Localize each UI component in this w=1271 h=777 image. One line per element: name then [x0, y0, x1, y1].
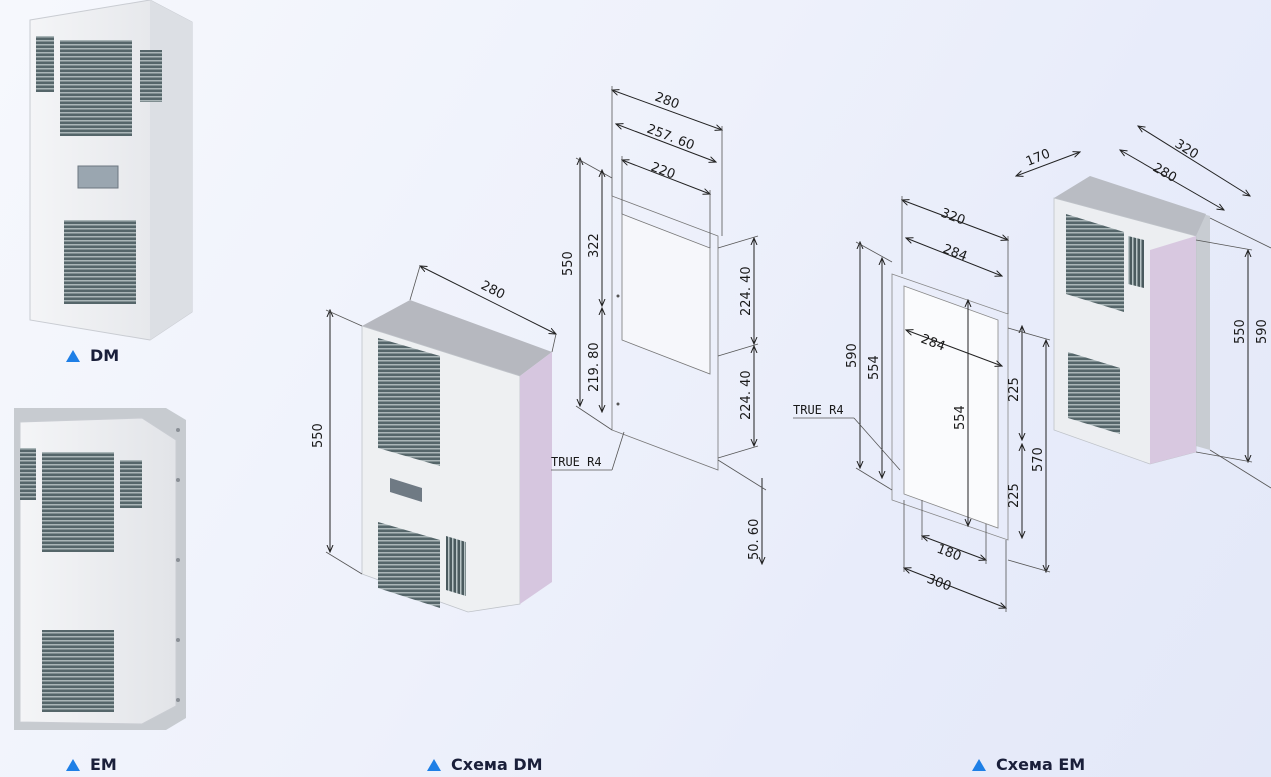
dm-depth-label: 280: [478, 278, 507, 303]
em-cutout-right-total: 570: [1031, 447, 1046, 472]
em-cutout-right-lower: 225: [1007, 483, 1022, 508]
em-unit-photo: [14, 408, 186, 730]
triangle-icon: [66, 349, 80, 362]
em-cutout-bottom-outer: 300: [925, 572, 954, 595]
caption-scheme-dm: Схема DM: [427, 755, 543, 774]
dm-cutout-width-mid: 257. 60: [645, 122, 697, 154]
em-cutout-height-outer: 590: [845, 343, 860, 368]
em-cutout-width-mid: 284: [941, 242, 970, 265]
em-corner-radius-label: TRUE R4: [793, 403, 844, 417]
caption-em-label: EM: [90, 755, 117, 774]
em-cutout-diagram: [891, 273, 1009, 541]
dm-cutout-right-lower: 224. 40: [739, 370, 754, 420]
em-iso-unit: [1053, 176, 1210, 465]
em-unit-height-outer-label: 590: [1255, 319, 1270, 344]
em-unit-height-inner-label: 550: [1233, 319, 1248, 344]
em-cutout-bottom-inner: 180: [935, 542, 964, 565]
dm-cutout-width-inner: 220: [649, 160, 678, 183]
dm-cutout-height-upper: 322: [587, 233, 602, 258]
dm-cutout-right-bottom: 50. 60: [747, 519, 762, 560]
caption-dm-label: DM: [90, 346, 120, 365]
dm-depth-dimension-line: [420, 266, 556, 334]
caption-dm: DM: [66, 346, 119, 365]
dm-unit-photo: [29, 0, 193, 341]
triangle-icon: [66, 758, 80, 771]
dm-cutout-height-lower: 219. 80: [587, 342, 602, 392]
em-unit-width-outer-label: 320: [1172, 137, 1201, 163]
triangle-icon: [427, 758, 441, 771]
caption-scheme-em: Схема EM: [972, 755, 1085, 774]
dm-cutout-right-upper: 224. 40: [739, 266, 754, 316]
dm-corner-radius-label: TRUE R4: [551, 455, 602, 469]
caption-scheme-dm-label: Схема DM: [451, 755, 543, 774]
em-cutout-width-outer: 320: [939, 206, 968, 229]
caption-em: EM: [66, 755, 117, 774]
triangle-icon: [972, 758, 986, 771]
dm-cutout-height-total: 550: [561, 251, 576, 276]
dm-cutout-width-outer: 280: [653, 90, 682, 113]
dm-height-label: 550: [311, 423, 326, 448]
dm-iso-unit: [361, 300, 552, 613]
em-cutout-height-mid: 554: [867, 355, 882, 380]
em-unit-depth-label: 170: [1024, 147, 1053, 170]
em-cutout-right-upper: 225: [1007, 377, 1022, 402]
dm-cutout-diagram: [611, 195, 719, 471]
em-cutout-height-inner: 554: [953, 405, 968, 430]
caption-scheme-em-label: Схема EM: [996, 755, 1086, 774]
